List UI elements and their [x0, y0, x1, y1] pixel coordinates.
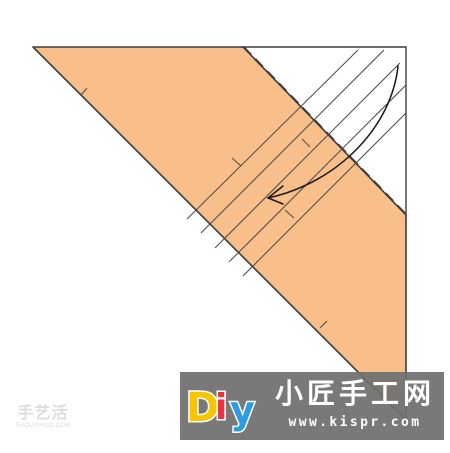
- crease-line: [242, 112, 407, 277]
- fold-arrow-icon: [266, 65, 399, 205]
- crease-line: [200, 49, 385, 234]
- watermark-site-url: SHOUYIHUO.COM: [15, 423, 71, 429]
- crease-line: [228, 84, 407, 263]
- logo-letter-i: i: [215, 387, 227, 428]
- crease-lines: [186, 49, 407, 277]
- logo-letter-y: y: [230, 388, 255, 432]
- tick-mark: [231, 157, 242, 167]
- fold-arrow-head: [266, 185, 284, 205]
- banner-site-url: www.kispr.com: [288, 415, 422, 430]
- tick-mark: [284, 209, 295, 219]
- logo-letter-d: D: [186, 385, 219, 431]
- watermark-site: 手艺活 SHOUYIHUO.COM: [8, 404, 78, 430]
- fold-arrow-shaft: [267, 65, 399, 199]
- tick-mark: [301, 138, 311, 148]
- tick-mark: [80, 87, 88, 96]
- watermark-banner: [180, 372, 444, 440]
- crease-line: [214, 62, 401, 249]
- tick-marks: [80, 87, 328, 329]
- watermark-site-name: 手艺活: [17, 403, 69, 422]
- banner-site-title: 小匠手工网: [274, 377, 435, 410]
- paper-band: [32, 46, 407, 421]
- tick-mark: [319, 320, 328, 329]
- diy-logo: D i y: [185, 384, 257, 434]
- crease-line: [186, 49, 359, 220]
